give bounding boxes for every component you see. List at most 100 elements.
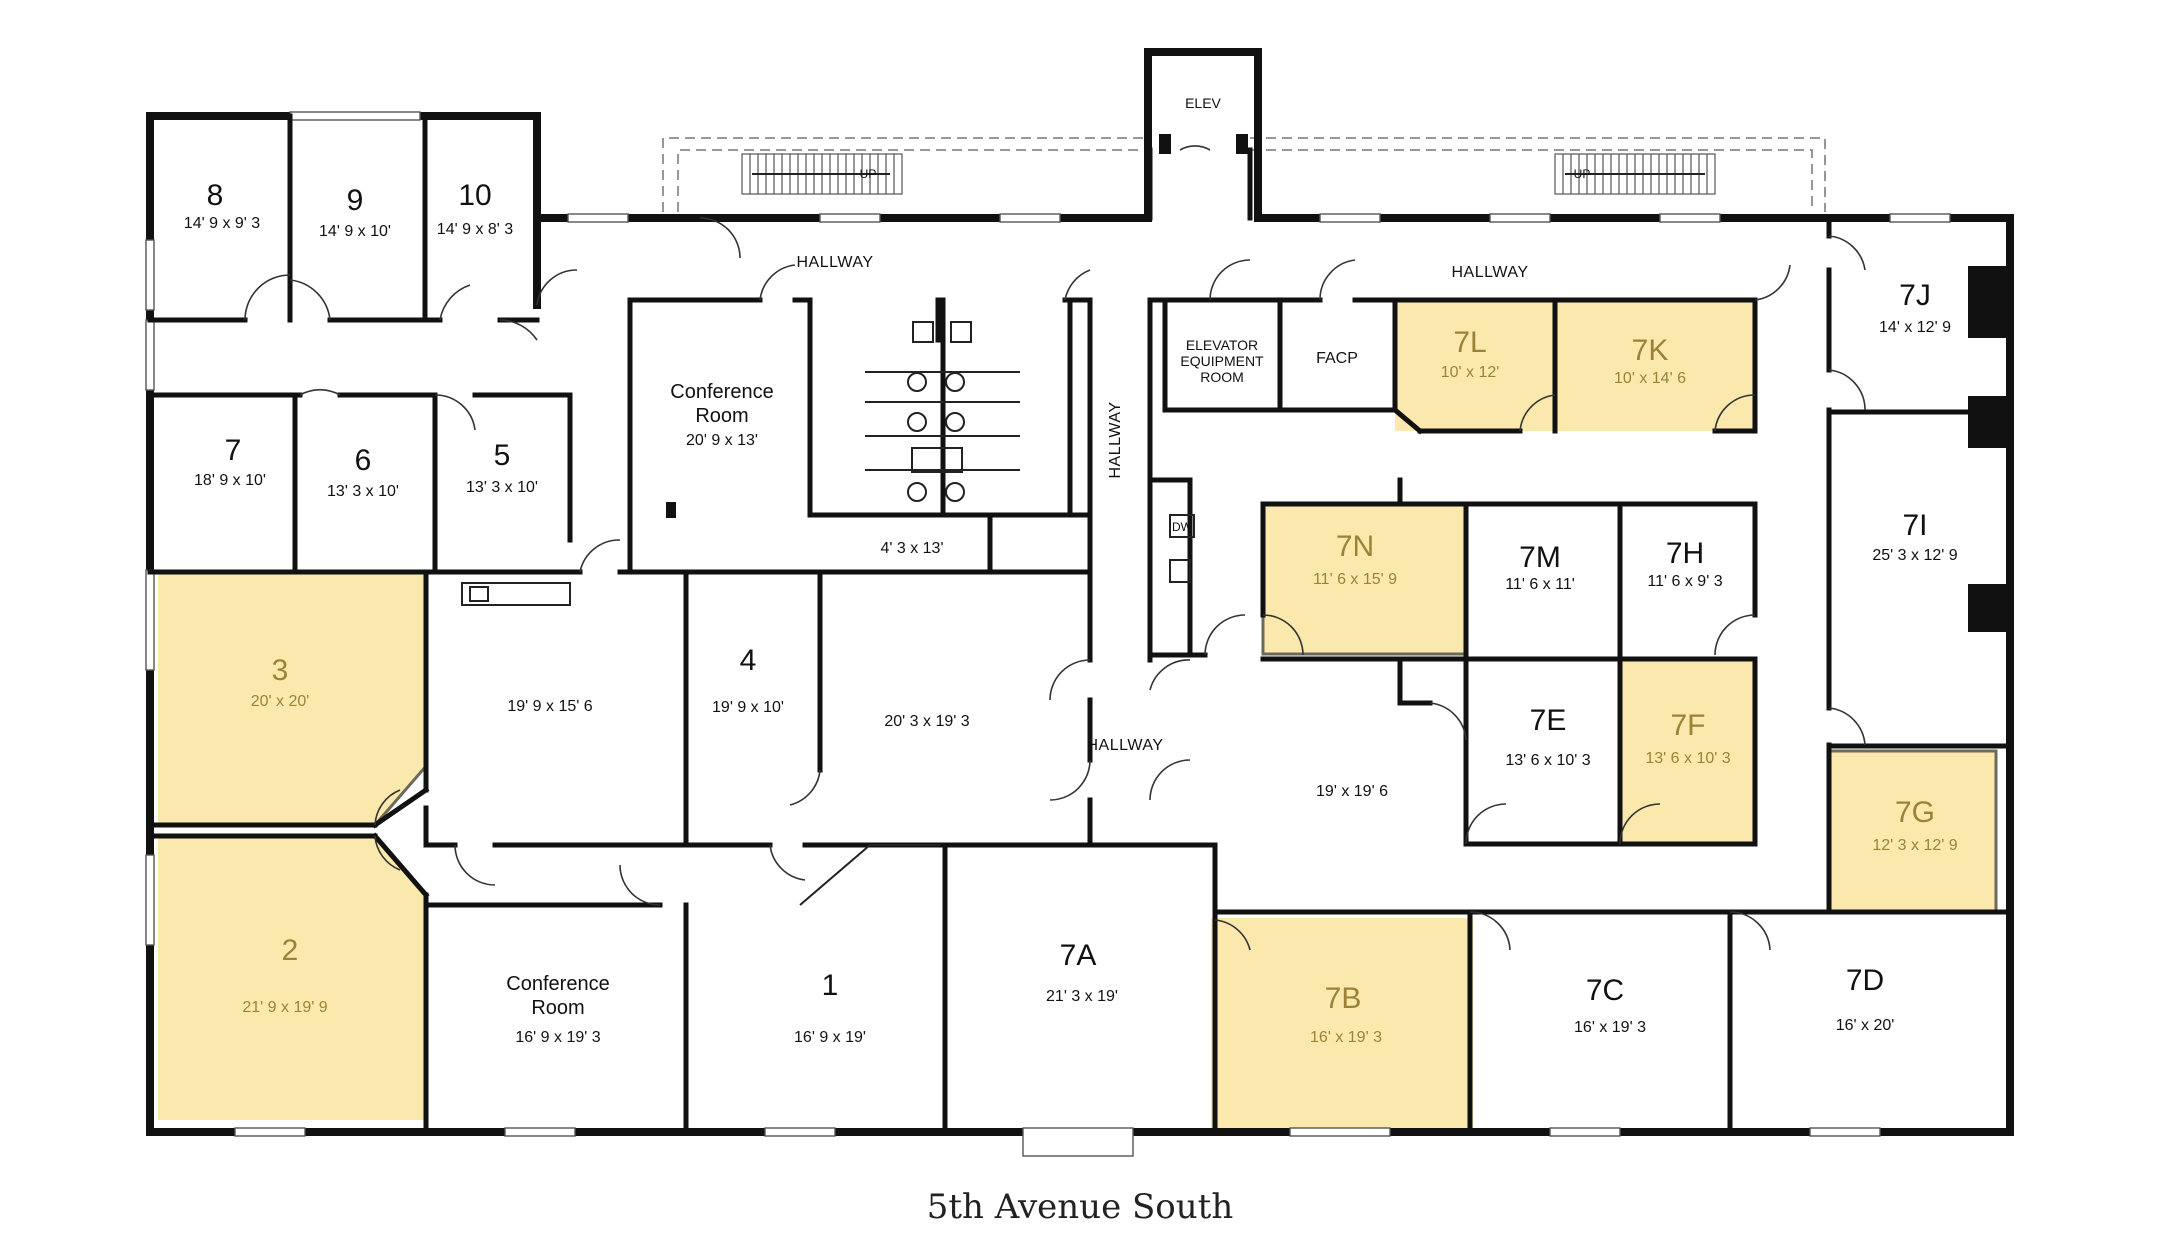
elevator-equipment-label-2: EQUIPMENT: [1180, 353, 1264, 369]
conference-room-top-dimensions: 20' 9 x 13': [686, 432, 758, 449]
room-7m-dimensions: 11' 6 x 11': [1505, 576, 1575, 593]
room-7d: 7D 16' x 20': [1836, 964, 1895, 1034]
room-7g-dimensions: 12' 3 x 12' 9: [1872, 837, 1957, 854]
dw-label: DW: [1172, 520, 1193, 534]
room-7i-number: 7I: [1902, 509, 1927, 542]
fill-room-3: [158, 572, 427, 825]
hallway-label-center: HALLWAY: [1087, 737, 1164, 754]
room-5-dimensions: 13' 3 x 10': [466, 479, 538, 496]
doors: [244, 145, 1866, 951]
stair-up-label-left: UP: [860, 167, 877, 181]
interior-walls: [147, 113, 2013, 1135]
conference-room-bottom-name-1: Conference: [506, 973, 609, 995]
room-7j-number: 7J: [1899, 279, 1931, 312]
room-1-number: 1: [822, 969, 839, 1002]
room-7b-dimensions: 16' x 19' 3: [1310, 1029, 1382, 1046]
fill-room-7g: [1829, 751, 1996, 911]
conference-room-top: Conference Room 20' 9 x 13': [670, 381, 773, 449]
area-labels: ELEV HALLWAY HALLWAY HALLWAY HALLWAY ELE…: [797, 95, 1529, 754]
room-7c-number: 7C: [1586, 974, 1624, 1007]
closet: 4' 3 x 13': [880, 540, 943, 557]
open-area-a-dimensions: 19' 9 x 15' 6: [507, 698, 592, 715]
room-5: 5 13' 3 x 10': [466, 439, 538, 496]
room-3-dimensions: 20' x 20': [251, 693, 310, 710]
facp-label: FACP: [1316, 350, 1358, 367]
room-7j: 7J 14' x 12' 9: [1879, 279, 1951, 336]
open-area-b-dimensions: 20' 3 x 19' 3: [884, 713, 969, 730]
highlighted-areas: [158, 300, 1996, 1130]
fill-room-7f: [1620, 659, 1755, 844]
fill-room-7l: [1395, 300, 1553, 431]
room-7e-number: 7E: [1530, 704, 1567, 737]
room-7h: 7H 11' 6 x 9' 3: [1647, 537, 1722, 590]
room-10-dimensions: 14' 9 x 8' 3: [437, 221, 513, 238]
room-2-dimensions: 21' 9 x 19' 9: [242, 999, 327, 1016]
exterior-walkway: [662, 137, 1826, 212]
room-7k-dimensions: 10' x 14' 6: [1614, 370, 1686, 387]
open-area-c-dimensions: 19' x 19' 6: [1316, 783, 1388, 800]
hallway-label-top-right: HALLWAY: [1452, 264, 1529, 281]
room-7b: 7B 16' x 19' 3: [1310, 982, 1382, 1046]
room-9-number: 9: [347, 184, 364, 217]
room-1-dimensions: 16' 9 x 19': [794, 1029, 866, 1046]
room-7b-number: 7B: [1325, 982, 1362, 1015]
room-7f: 7F 13' 6 x 10' 3: [1645, 709, 1730, 767]
fill-room-7b: [1211, 918, 1473, 1130]
room-labels: 8 14' 9 x 9' 3 9 14' 9 x 10' 10 14' 9 x …: [184, 179, 1958, 1046]
conference-room-bottom-name-2: Room: [531, 997, 584, 1019]
room-7e-dimensions: 13' 6 x 10' 3: [1505, 752, 1590, 769]
room-7i-dimensions: 25' 3 x 12' 9: [1872, 547, 1957, 564]
room-7a-dimensions: 21' 3 x 19': [1046, 988, 1118, 1005]
room-9-dimensions: 14' 9 x 10': [319, 223, 391, 240]
room-8-number: 8: [207, 179, 224, 212]
elev-label: ELEV: [1185, 95, 1221, 111]
conference-room-top-name-1: Conference: [670, 381, 773, 403]
room-7-dimensions: 18' 9 x 10': [194, 472, 266, 489]
room-4: 4 19' 9 x 10': [712, 644, 784, 716]
room-7m-number: 7M: [1519, 541, 1561, 574]
room-7c-dimensions: 16' x 19' 3: [1574, 1019, 1646, 1036]
fill-room-7k: [1557, 300, 1755, 431]
restroom-fixtures: DW: [461, 297, 1195, 606]
room-7a: 7A 21' 3 x 19': [1046, 939, 1118, 1005]
room-7j-dimensions: 14' x 12' 9: [1879, 319, 1951, 336]
open-area-a: 19' 9 x 15' 6: [507, 698, 592, 715]
room-7g: 7G 12' 3 x 12' 9: [1872, 796, 1957, 854]
hallway-label-top-left: HALLWAY: [797, 254, 874, 271]
elevator-equipment-label-1: ELEVATOR: [1186, 337, 1258, 353]
room-3-number: 3: [272, 654, 289, 687]
stair-right: UP: [1554, 153, 1716, 195]
room-7e: 7E 13' 6 x 10' 3: [1505, 704, 1590, 769]
fill-room-2: [158, 836, 427, 1120]
room-2-number: 2: [282, 934, 299, 967]
conference-room-top-name-2: Room: [695, 405, 748, 427]
room-8: 8 14' 9 x 9' 3: [184, 179, 260, 232]
room-9: 9 14' 9 x 10': [319, 184, 391, 240]
stair-left: UP: [741, 153, 903, 195]
room-3: 3 20' x 20': [251, 654, 310, 710]
room-6-number: 6: [355, 444, 372, 477]
conference-room-bottom-dimensions: 16' 9 x 19' 3: [515, 1029, 600, 1046]
room-10-number: 10: [458, 179, 491, 212]
room-5-number: 5: [494, 439, 511, 472]
room-7l: 7L 10' x 12': [1441, 326, 1500, 381]
room-7h-dimensions: 11' 6 x 9' 3: [1647, 573, 1722, 590]
room-7n: 7N 11' 6 x 15' 9: [1313, 530, 1397, 588]
room-7k-number: 7K: [1632, 334, 1669, 367]
open-area-b: 20' 3 x 19' 3: [884, 713, 969, 730]
room-7g-number: 7G: [1895, 796, 1935, 829]
elevator-equipment-label-3: ROOM: [1200, 369, 1244, 385]
hallway-label-vertical: HALLWAY: [1107, 402, 1124, 479]
conference-room-bottom: Conference Room 16' 9 x 19' 3: [506, 973, 609, 1046]
room-7i: 7I 25' 3 x 12' 9: [1872, 509, 1957, 564]
fill-room-7n: [1263, 504, 1466, 654]
room-2: 2 21' 9 x 19' 9: [242, 934, 327, 1016]
room-7: 7 18' 9 x 10': [194, 434, 266, 489]
room-7h-number: 7H: [1666, 537, 1704, 570]
room-7n-dimensions: 11' 6 x 15' 9: [1313, 571, 1397, 588]
room-10: 10 14' 9 x 8' 3: [437, 179, 513, 238]
room-4-dimensions: 19' 9 x 10': [712, 699, 784, 716]
room-7n-number: 7N: [1336, 530, 1374, 563]
room-8-dimensions: 14' 9 x 9' 3: [184, 215, 260, 232]
